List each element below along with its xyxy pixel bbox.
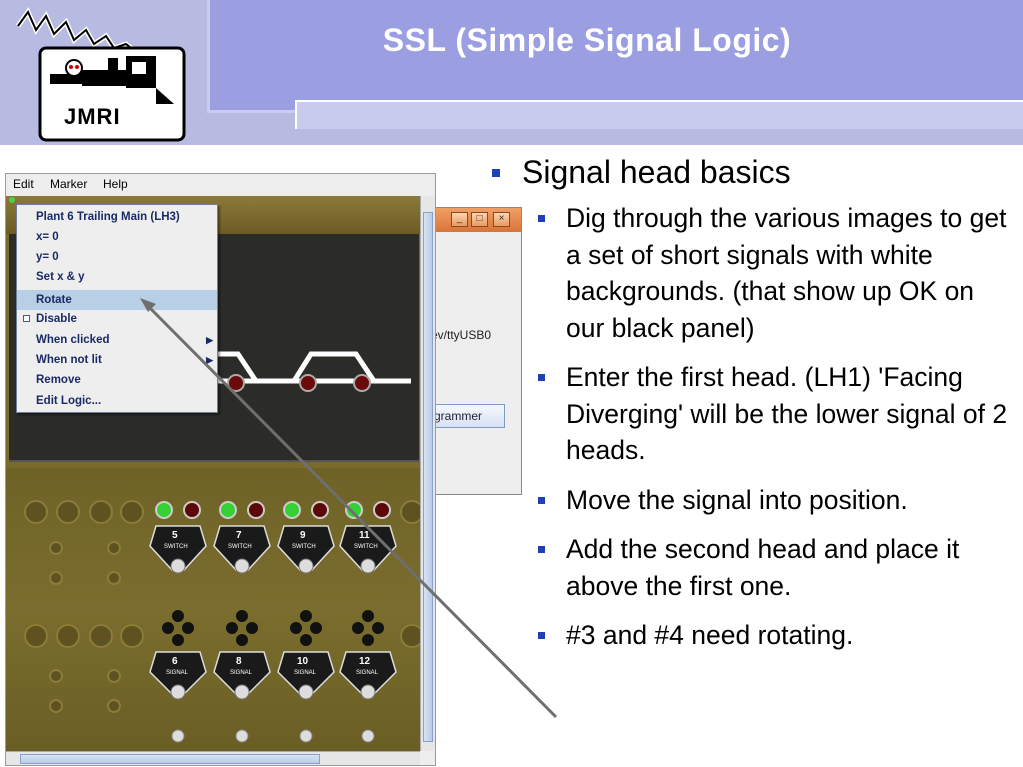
menu-item-set-xy[interactable]: Set x & y (17, 267, 217, 287)
panel-pushbuttons (171, 729, 375, 743)
signal-number-10: 10 (297, 656, 309, 667)
horizontal-scrollbar[interactable] (6, 751, 420, 765)
switch-caption-1: SWITCH (164, 544, 188, 550)
submenu-arrow-icon: ▶ (206, 355, 213, 365)
menu-item-when-not-lit[interactable]: When not lit ▶ (17, 350, 217, 370)
title-bar (207, 0, 1023, 113)
switch-number-11: 11 (359, 530, 370, 541)
menu-item-label: Remove (36, 374, 81, 386)
menu-item-label: When not lit (36, 354, 102, 366)
signal-context-menu: Plant 6 Trailing Main (LH3) x= 0 y= 0 Se… (16, 204, 218, 413)
sub-bullet-2: Enter the first head. (LH1) 'Facing Dive… (488, 359, 1018, 469)
menu-item-head-name[interactable]: Plant 6 Trailing Main (LH3) (17, 207, 217, 227)
menu-item-disable[interactable]: Disable (17, 309, 217, 329)
submenu-arrow-icon: ▶ (206, 335, 213, 345)
signal-caption-3: SIGNAL (294, 670, 317, 676)
signal-plates (149, 610, 397, 700)
programmer-button[interactable]: grammer (429, 404, 505, 428)
minimize-icon[interactable]: _ (451, 212, 468, 227)
menu-item-when-clicked[interactable]: When clicked ▶ (17, 330, 217, 350)
bullet-list: Signal head basics Dig through the vario… (488, 150, 1018, 667)
signal-caption-2: SIGNAL (230, 670, 253, 676)
sub-bullet-1: Dig through the various images to get a … (488, 200, 1018, 346)
disable-checkbox[interactable] (23, 315, 30, 322)
menu-item-label: Plant 6 Trailing Main (LH3) (36, 211, 180, 223)
menubar: Edit Marker Help (6, 174, 435, 196)
menu-item-label: Edit Logic... (36, 395, 102, 407)
signal-number-6: 6 (172, 656, 178, 667)
jmri-logo: JMRI (14, 4, 194, 144)
sub-bullet-4: Add the second head and place it above t… (488, 531, 1018, 604)
serial-port-label: ev/ttyUSB0 (431, 328, 492, 342)
title-bar-accent (295, 100, 1023, 129)
menu-item-x[interactable]: x= 0 (17, 227, 217, 247)
menu-item-edit-logic[interactable]: Edit Logic... (17, 391, 217, 411)
menu-item-label: y= 0 (36, 251, 59, 263)
close-icon[interactable]: × (493, 212, 510, 227)
menu-edit[interactable]: Edit (13, 177, 34, 191)
menu-item-rotate[interactable]: Rotate (17, 290, 217, 310)
sub-bullet-5: #3 and #4 need rotating. (488, 617, 1018, 654)
menu-item-remove[interactable]: Remove (17, 370, 217, 390)
status-dot-icon (9, 197, 15, 203)
menu-item-label: x= 0 (36, 231, 59, 243)
signal-number-8: 8 (236, 656, 242, 667)
menu-item-label: When clicked (36, 334, 110, 346)
panel-holes (24, 500, 420, 713)
signal-caption-1: SIGNAL (166, 670, 189, 676)
bullet-signal-head-basics: Signal head basics (488, 150, 1018, 194)
switch-number-5: 5 (172, 530, 178, 541)
switch-number-9: 9 (300, 530, 306, 541)
maximize-icon[interactable]: □ (471, 212, 488, 227)
vertical-scrollbar[interactable] (420, 196, 435, 751)
vertical-scroll-thumb[interactable] (423, 212, 433, 742)
switch-caption-2: SWITCH (228, 544, 252, 550)
signal-caption-4: SIGNAL (356, 670, 379, 676)
slide-title: SSL (Simple Signal Logic) (382, 22, 792, 58)
switch-caption-3: SWITCH (292, 544, 316, 550)
menu-help[interactable]: Help (103, 177, 128, 191)
switch-caption-4: SWITCH (354, 544, 378, 550)
menu-item-y[interactable]: y= 0 (17, 247, 217, 267)
horizontal-scroll-thumb[interactable] (20, 754, 320, 764)
menu-item-label: Set x & y (36, 271, 85, 283)
menu-item-label: Disable (36, 313, 77, 325)
switch-number-7: 7 (236, 530, 242, 541)
signal-number-12: 12 (359, 656, 371, 667)
logo-text: JMRI (64, 104, 121, 129)
menu-marker[interactable]: Marker (50, 177, 88, 191)
menu-item-label: Rotate (36, 294, 72, 306)
sub-bullet-3: Move the signal into position. (488, 482, 1018, 519)
